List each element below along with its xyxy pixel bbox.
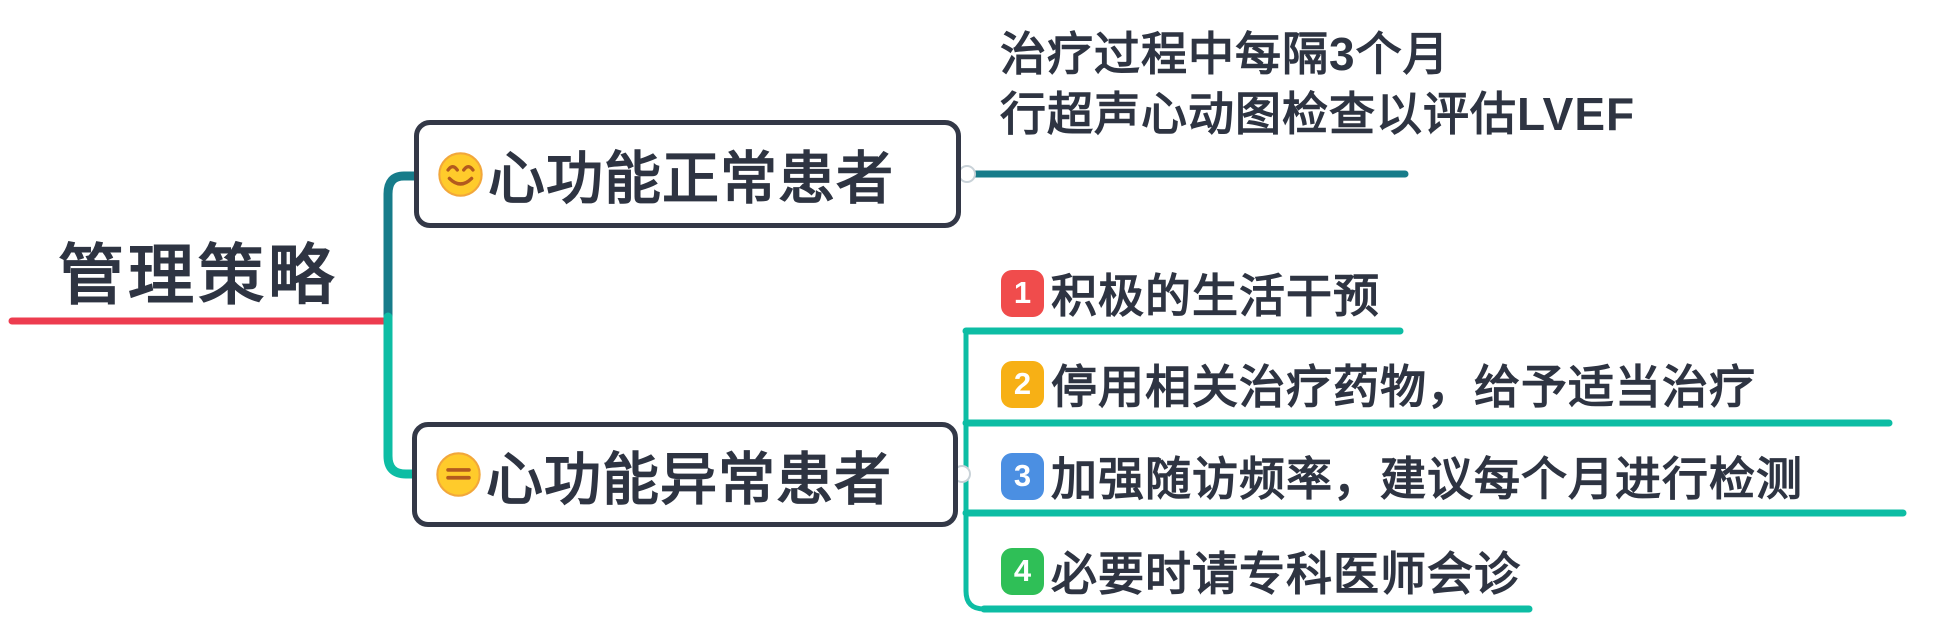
note-line-2: 行超声心动图检查以评估LVEF [1000, 88, 1636, 140]
root-topic[interactable]: 管理策略 [58, 238, 338, 312]
branch2-topic[interactable]: 心功能异常患者 [412, 422, 958, 527]
items-trunk [963, 328, 987, 612]
sub-item-3[interactable]: 3 加强随访频率，建议每个月进行检测 [1001, 450, 1803, 505]
branch1-connector [383, 171, 419, 326]
expressionless-face-icon [436, 452, 481, 497]
number-badge-4: 4 [1001, 547, 1044, 595]
branch1-topic[interactable]: 心功能正常患者 [414, 120, 961, 228]
branch1-label: 心功能正常患者 [488, 147, 894, 211]
branch2-label: 心功能异常患者 [486, 447, 892, 512]
sub-item-1[interactable]: 1 积极的生活干预 [1001, 267, 1380, 322]
smiling-face-icon [438, 151, 483, 197]
number-badge-3: 3 [1001, 452, 1044, 500]
branch2-connector [383, 312, 417, 479]
sub-item-1-label: 积极的生活干预 [1051, 270, 1380, 322]
note-line-1: 治疗过程中每隔3个月 [1000, 28, 1450, 80]
branch1-note[interactable]: 治疗过程中每隔3个月 行超声心动图检查以评估LVEF [1000, 24, 1635, 144]
sub-item-2[interactable]: 2 停用相关治疗药物，给予适当治疗 [1001, 358, 1756, 413]
number-badge-1: 1 [1001, 269, 1044, 317]
number-badge-2: 2 [1001, 360, 1044, 408]
sub-item-2-label: 停用相关治疗药物，给予适当治疗 [1051, 361, 1756, 413]
sub-item-4[interactable]: 4 必要时请专科医师会诊 [1001, 545, 1521, 600]
sub-item-3-label: 加强随访频率，建议每个月进行检测 [1051, 453, 1803, 505]
sub-item-4-label: 必要时请专科医师会诊 [1051, 548, 1521, 600]
branch1-collapse-handle[interactable] [958, 165, 976, 183]
